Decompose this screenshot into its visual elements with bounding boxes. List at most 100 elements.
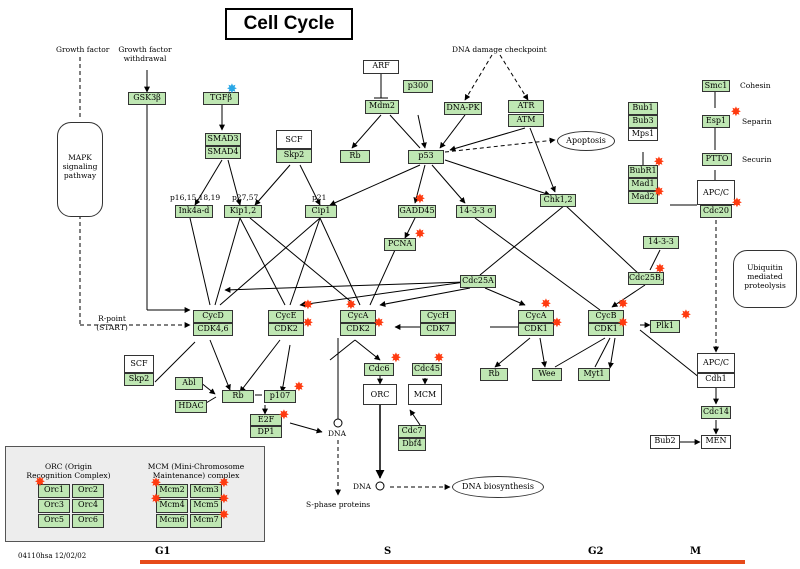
apoptosis-node: Apoptosis xyxy=(557,131,615,151)
star-icon: ✸ xyxy=(730,105,742,120)
gene-cyca-2: CycA xyxy=(518,310,554,323)
gene-men: MEN xyxy=(701,435,731,449)
gene-cdk1-a: CDK1 xyxy=(518,323,554,336)
gene-bub3: Bub3 xyxy=(628,115,658,128)
gene-abl: Abl xyxy=(175,377,203,390)
gene-cycd: CycD xyxy=(193,310,233,323)
phase-m: M xyxy=(690,546,702,557)
r-point-line-2: (START) xyxy=(96,323,128,332)
phase-g2: G2 xyxy=(588,546,604,557)
star-icon: ✸ xyxy=(34,475,46,490)
dna-biosynthesis-node: DNA biosynthesis xyxy=(452,476,544,498)
star-icon: ✸ xyxy=(345,298,357,313)
gene-gsk3b: GSK3β xyxy=(128,92,166,105)
gene-mcm6: Mcm6 xyxy=(156,514,188,528)
star-icon: ✸ xyxy=(653,155,665,170)
gene-p107: p107 xyxy=(264,390,296,403)
gene-14-3-3: 14-3-3 xyxy=(643,236,679,249)
gene-smad3: SMAD3 xyxy=(205,133,241,146)
gene-cyca-1: CycA xyxy=(340,310,376,323)
star-icon: ✸ xyxy=(293,380,305,395)
gene-chk12: Chk1,2 xyxy=(540,194,576,207)
gene-skp2-bottom: Skp2 xyxy=(124,373,154,386)
gene-mcm5: Mcm5 xyxy=(190,499,222,513)
gene-cdc7: Cdc7 xyxy=(398,425,426,438)
gene-bub1: Bub1 xyxy=(628,102,658,115)
gene-orc1: Orc1 xyxy=(38,484,70,498)
gene-14-3-3-sigma: 14-3-3 σ xyxy=(456,205,496,218)
gene-cdk2-b: CDK2 xyxy=(340,323,376,336)
gene-mcm7: Mcm7 xyxy=(190,514,222,528)
mapk-line-2: signaling xyxy=(62,162,98,171)
gene-dbf4: Dbf4 xyxy=(398,438,426,451)
gene-gadd45: GADD45 xyxy=(398,205,436,218)
gene-rb-top: Rb xyxy=(340,150,370,163)
star-icon: ✸ xyxy=(433,351,445,366)
gene-cych: CycH xyxy=(420,310,456,323)
gene-e2f: E2F xyxy=(250,414,282,426)
withdrawal-line-2: withdrawal xyxy=(123,54,167,63)
mcm-legend-title: MCM (Mini-Chromosome Maintenance) comple… xyxy=(141,462,251,480)
gene-smc1: Smc1 xyxy=(702,80,730,92)
mcm-title-line-2: Maintenance) complex xyxy=(152,471,240,480)
growth-factor-label: Growth factor xyxy=(56,45,110,54)
ubiquitin-line-2: mediated xyxy=(747,272,783,281)
gene-cyce: CycE xyxy=(268,310,304,323)
s-phase-proteins-label: S-phase proteins xyxy=(306,500,371,509)
gene-rb-mid: Rb xyxy=(480,368,508,381)
gene-mad2: Mad2 xyxy=(628,191,658,204)
gene-rb-low: Rb xyxy=(222,390,254,403)
gene-wee: Wee xyxy=(532,368,562,381)
gene-cdc45: Cdc45 xyxy=(412,363,442,376)
gene-bubr1: BubR1 xyxy=(628,165,658,178)
gene-pcna: PCNA xyxy=(384,238,416,251)
star-icon: ✸ xyxy=(617,316,629,331)
gene-p300: p300 xyxy=(403,80,433,93)
star-icon: ✸ xyxy=(218,492,230,507)
gene-tgfb: TGFβ xyxy=(203,92,239,105)
gene-atm: ATM xyxy=(508,114,544,127)
phase-s: S xyxy=(384,546,392,557)
gene-plk1: Plk1 xyxy=(650,320,680,333)
gene-orc5: Orc5 xyxy=(38,514,70,528)
star-icon: ✸ xyxy=(218,508,230,523)
gene-orc3: Orc3 xyxy=(38,499,70,513)
ubiquitin-line-1: Ubiquitin xyxy=(747,263,783,272)
gene-cdk1-b: CDK1 xyxy=(588,323,624,336)
gene-apcc-1: APC/C xyxy=(697,180,735,205)
gene-orc6: Orc6 xyxy=(72,514,104,528)
gene-mcm3: Mcm3 xyxy=(190,484,222,498)
gene-cycb: CycB xyxy=(588,310,624,323)
gene-mcm: MCM xyxy=(408,384,442,405)
dna-damage-checkpoint-label: DNA damage checkpoint xyxy=(452,45,547,54)
growth-factor-withdrawal-label: Growth factor withdrawal xyxy=(115,45,175,63)
gene-mps1: Mps1 xyxy=(628,128,658,141)
gene-cdc25a: Cdc25A xyxy=(460,275,496,288)
gene-mcm2: Mcm2 xyxy=(156,484,188,498)
ubiquitin-proteolysis-box: Ubiquitin mediated proteolysis xyxy=(733,250,797,308)
star-icon: ✸ xyxy=(731,196,743,211)
p21-label: p21 xyxy=(312,193,327,202)
gene-cdk2-a: CDK2 xyxy=(268,323,304,336)
gene-bub2: Bub2 xyxy=(650,435,680,449)
star-icon: ✸ xyxy=(551,316,563,331)
gene-ink4a: Ink4a-d xyxy=(175,205,213,218)
star-icon: ✸ xyxy=(414,227,426,242)
orc-title-line-1: ORC (Origin xyxy=(44,462,92,471)
mapk-line-3: pathway xyxy=(63,171,97,180)
complex-legend-panel: ORC (Origin Recognition Complex) MCM (Mi… xyxy=(5,446,265,542)
star-icon: ✸ xyxy=(302,298,314,313)
star-icon: ✸ xyxy=(680,308,692,323)
gene-orc2: Orc2 xyxy=(72,484,104,498)
orc-title-line-2: Recognition Complex) xyxy=(26,471,111,480)
gene-ptto: PTTO xyxy=(702,153,732,166)
gene-cdh1: Cdh1 xyxy=(697,373,735,388)
gene-cdc25bc: Cdc25B,C xyxy=(628,272,664,285)
cohesin-label: Cohesin xyxy=(740,81,771,90)
r-point-line-1: R-point xyxy=(98,314,126,323)
mapk-pathway-box: MAPK signaling pathway xyxy=(57,122,103,217)
gene-mad1: Mad1 xyxy=(628,178,658,191)
gene-cdc20: Cdc20 xyxy=(700,205,732,218)
